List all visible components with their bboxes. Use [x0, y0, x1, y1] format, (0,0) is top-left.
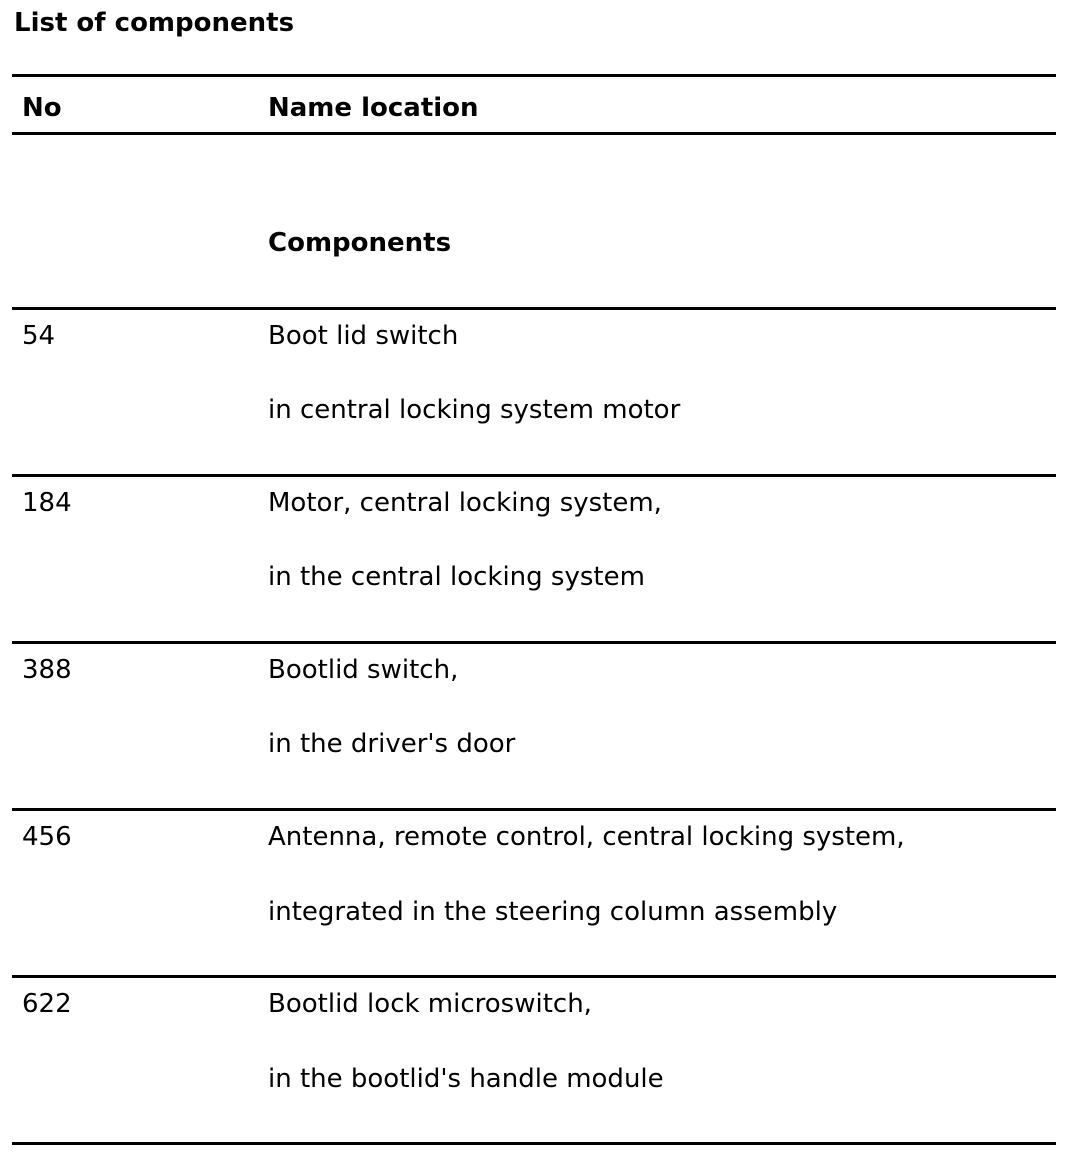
row-name: Motor, central locking system, — [268, 488, 662, 518]
row-no: 54 — [22, 321, 56, 351]
row-name: Bootlid lock microswitch, — [268, 989, 592, 1019]
section-bottom-rule — [12, 307, 1056, 310]
header-name-location: Name location — [268, 93, 479, 123]
row-name: Bootlid switch, — [268, 655, 459, 685]
header-bottom-rule — [12, 132, 1056, 135]
row-no: 456 — [22, 822, 72, 852]
row-name: Antenna, remote control, central locking… — [268, 822, 905, 852]
table-bottom-rule — [12, 1142, 1056, 1145]
row-location: in the central locking system — [268, 562, 645, 592]
row-divider — [12, 808, 1056, 811]
row-divider — [12, 975, 1056, 978]
row-location: in the driver's door — [268, 729, 516, 759]
row-divider — [12, 474, 1056, 477]
row-location: integrated in the steering column assemb… — [268, 897, 838, 927]
header-no: No — [22, 93, 62, 123]
row-location: in central locking system motor — [268, 395, 681, 425]
row-divider — [12, 641, 1056, 644]
row-no: 622 — [22, 989, 72, 1019]
row-no: 184 — [22, 488, 72, 518]
table-top-rule — [12, 74, 1056, 77]
row-location: in the bootlid's handle module — [268, 1064, 664, 1094]
row-name: Boot lid switch — [268, 321, 459, 351]
section-label: Components — [268, 228, 452, 258]
row-no: 388 — [22, 655, 72, 685]
page-title: List of components — [14, 8, 295, 38]
